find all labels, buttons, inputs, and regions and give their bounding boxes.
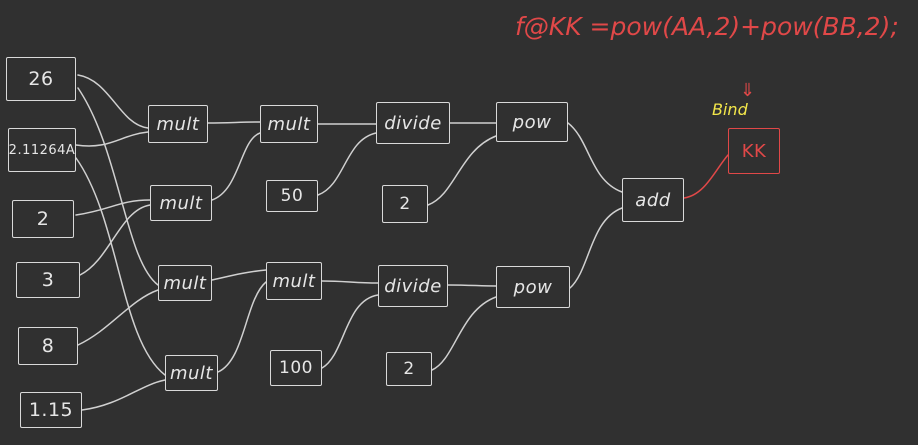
input-node-6[interactable]: 1.15 (20, 392, 82, 428)
divide-node-bottom[interactable]: divide (378, 265, 448, 307)
const-node-bottom-divide[interactable]: 2 (386, 352, 432, 386)
wire-const100-divide-bottom (321, 294, 379, 369)
wire-pow-add-bottom (569, 207, 623, 289)
wire-mult2b-mult2-bottom (217, 281, 267, 373)
bind-arrow-icon: ⇓ (740, 80, 756, 101)
wire-input6-mult-b2 (81, 379, 166, 411)
wire-divide-pow-bottom (447, 284, 497, 287)
output-node-kk[interactable]: KK (728, 128, 780, 174)
wire-input2-mult-top (75, 131, 149, 147)
bind-label: Bind (712, 100, 748, 119)
wire-pow-add-top (567, 122, 623, 193)
wire-const50-divide-top (317, 132, 377, 196)
wire-const2b-pow-bottom (431, 296, 497, 371)
wire-mult2-divide-bottom (321, 280, 379, 284)
divide-node-top[interactable]: divide (376, 102, 450, 144)
mult-node-bottom-2[interactable]: mult (165, 355, 218, 391)
wire-input1-mult-b1 (77, 87, 159, 286)
input-node-5[interactable]: 8 (18, 327, 78, 365)
const-node-top-mult[interactable]: 50 (266, 180, 318, 212)
mult-node-top-3[interactable]: mult (260, 105, 318, 143)
wire-add-kk (683, 154, 729, 199)
wire-input5-mult-b1 (77, 289, 159, 346)
wire-mult1-mult2-bottom (211, 269, 267, 281)
input-node-4[interactable]: 3 (16, 262, 80, 298)
mult-node-bottom-3[interactable]: mult (266, 262, 322, 300)
mult-node-bottom-1[interactable]: mult (158, 265, 212, 301)
input-node-3[interactable]: 2 (12, 200, 74, 238)
pow-node-bottom[interactable]: pow (496, 266, 570, 308)
wire-mult1-mult2-top (207, 121, 261, 124)
wire-multb-mult2-top (211, 132, 261, 201)
wire-input2-mult-b2 (75, 157, 166, 376)
wire-input4-mult-top2 (79, 204, 151, 276)
pow-node-top[interactable]: pow (496, 102, 568, 142)
wire-input1-mult-top (77, 74, 149, 129)
add-node[interactable]: add (622, 178, 684, 222)
mult-node-top-1[interactable]: mult (148, 105, 208, 143)
input-node-2[interactable]: 2.11264A (8, 128, 76, 172)
wire-input3-mult-top2 (75, 199, 151, 216)
input-node-1[interactable]: 26 (6, 57, 76, 101)
formula-text: f@KK =pow(AA,2)+pow(BB,2); (515, 12, 899, 41)
const-node-top-divide[interactable]: 2 (382, 185, 428, 223)
wire-const2-pow-top (427, 135, 497, 206)
mult-node-top-2[interactable]: mult (150, 185, 212, 221)
const-node-bottom-mult[interactable]: 100 (270, 350, 322, 386)
